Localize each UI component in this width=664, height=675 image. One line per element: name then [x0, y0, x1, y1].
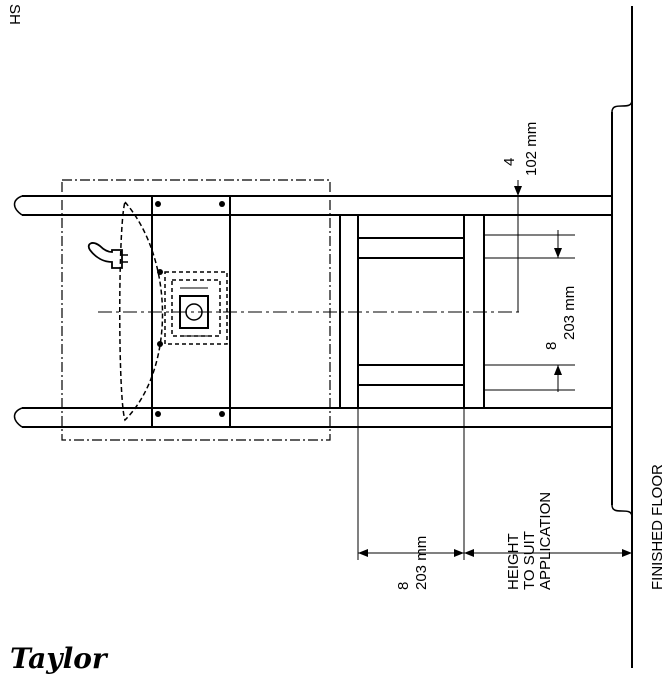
height-note-line-3: APPLICATION — [537, 492, 554, 590]
dim-top-mm: 102 mm — [523, 122, 540, 176]
dim-lower-inches: 8 — [395, 582, 412, 590]
bubbler — [87, 242, 128, 269]
dim-lower-spacing: 8 203 mm — [358, 536, 464, 590]
basin-outline — [119, 200, 164, 422]
dim-bracket-inches: 8 — [543, 342, 560, 350]
wall-studs — [13, 195, 612, 428]
dim-top-clearance: 4 102 mm — [501, 122, 540, 196]
dim-lower-mm: 203 mm — [413, 536, 430, 590]
dim-top-inches: 4 — [501, 158, 518, 166]
cross-blocking — [339, 215, 485, 408]
floor-plate — [611, 99, 633, 518]
hanger-bracket — [164, 271, 228, 345]
dim-bracket-spacing: 8 203 mm — [543, 230, 578, 392]
corner-label: SH — [6, 4, 23, 25]
fountain-outline — [61, 179, 331, 441]
dim-bracket-mm: 203 mm — [561, 286, 578, 340]
height-note-line-1: HEIGHT — [505, 533, 522, 590]
extension-lines — [357, 196, 575, 560]
finished-floor-label: FINISHED FLOOR — [649, 464, 664, 590]
dim-height-to-suit: HEIGHT TO SUIT APPLICATION — [464, 492, 632, 590]
brand-logo: Taylor — [10, 642, 109, 675]
height-note-line-2: TO SUIT — [521, 531, 538, 590]
